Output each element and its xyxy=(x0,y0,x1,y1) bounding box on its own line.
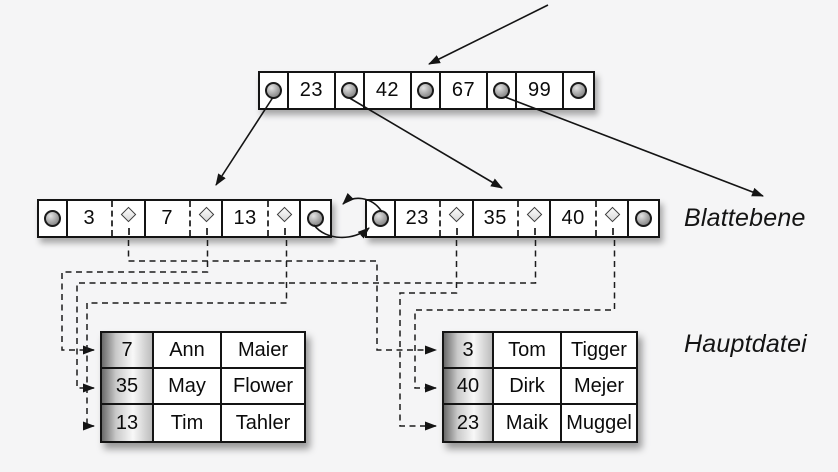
page-pointer-icon xyxy=(340,82,358,99)
record-pointer-icon xyxy=(276,206,292,222)
leaf-node-right: 23 35 40 xyxy=(365,199,660,238)
tree-entry-arrow xyxy=(428,4,549,65)
root-key-cell: 99 xyxy=(517,73,565,108)
main-file-table-left: 7 Ann Maier 35 May Flower 13 Tim Tahler xyxy=(100,331,306,443)
leaf-node-left: 3 7 13 xyxy=(37,199,332,238)
record-pointer-icon xyxy=(604,206,620,222)
main-file-label: Hauptdatei xyxy=(684,330,807,358)
main-file-table-right: 3 Tom Tigger 40 Dirk Mejer 23 Maik Mugge… xyxy=(442,331,638,443)
page-pointer-icon xyxy=(635,210,653,227)
leaf-key-cell: 23 xyxy=(396,201,441,236)
record-surname-cell: Muggel xyxy=(566,411,632,434)
record-pointer-cell xyxy=(191,201,224,236)
record-pointer-cell xyxy=(113,201,146,236)
record-pointer-icon xyxy=(120,206,137,222)
pointer-cell xyxy=(564,73,593,108)
leaf-key-cell: 40 xyxy=(551,201,597,236)
leaf-key-cell: 3 xyxy=(68,201,113,236)
record-pointer-cell xyxy=(597,201,630,236)
record-pointer-cell xyxy=(441,201,474,236)
root-key-cell: 42 xyxy=(365,73,413,108)
record-key-cell: 7 xyxy=(102,333,154,369)
root-to-right-leaf-arrow xyxy=(349,97,503,189)
record-surname-cell: Flower xyxy=(222,369,304,405)
record-name-cell: Maik xyxy=(494,405,562,441)
record-surname-cell: Tigger xyxy=(562,333,636,369)
record-pointer-icon xyxy=(448,206,465,222)
pointer-cell xyxy=(301,201,330,236)
pointer-cell xyxy=(367,201,396,236)
record-name-cell: May xyxy=(154,369,222,405)
root-key-cell: 67 xyxy=(441,73,489,108)
root-key-cell: 23 xyxy=(289,73,337,108)
pointer-cell xyxy=(488,73,517,108)
record-name-cell: Ann xyxy=(154,333,222,369)
record-name-cell: Tom xyxy=(494,333,562,369)
record-surname-cell: Mejer xyxy=(562,369,636,405)
page-pointer-icon xyxy=(570,82,588,99)
record-pointer-icon xyxy=(198,206,214,222)
root-to-left-leaf-arrow xyxy=(215,97,274,186)
page-pointer-icon xyxy=(43,210,61,227)
record-key-cell: 3 xyxy=(444,333,494,369)
leaf-key-cell: 7 xyxy=(146,201,191,236)
leaf-key-cell: 13 xyxy=(223,201,269,236)
pointer-cell xyxy=(260,73,289,108)
record-pointer-icon xyxy=(526,206,542,222)
leaf-level-label: Blattebene xyxy=(684,204,806,232)
page-pointer-icon xyxy=(264,82,282,99)
record-key-cell: 40 xyxy=(444,369,494,405)
record-pointer-cell xyxy=(519,201,552,236)
record-surname-cell: Maier xyxy=(222,333,304,369)
pointer-cell xyxy=(39,201,68,236)
pointer-cell xyxy=(336,73,365,108)
root-to-next-leaf-arrow xyxy=(504,96,764,197)
leaf-key-cell: 35 xyxy=(474,201,519,236)
record-surname-cell: Tahler xyxy=(235,411,291,434)
record-name-cell: Tim xyxy=(154,405,222,441)
record-key-cell: 35 xyxy=(102,369,154,405)
page-pointer-icon xyxy=(493,82,511,99)
root-node: 23 42 67 99 xyxy=(258,71,595,110)
page-pointer-icon xyxy=(371,210,389,227)
record-name-cell: Dirk xyxy=(494,369,562,405)
record-key-cell: 13 xyxy=(102,405,154,441)
record-key-cell: 23 xyxy=(444,405,494,441)
pointer-cell xyxy=(412,73,441,108)
page-pointer-icon xyxy=(307,210,325,227)
record-pointer-cell xyxy=(269,201,302,236)
pointer-cell xyxy=(629,201,658,236)
page-pointer-icon xyxy=(416,82,434,99)
